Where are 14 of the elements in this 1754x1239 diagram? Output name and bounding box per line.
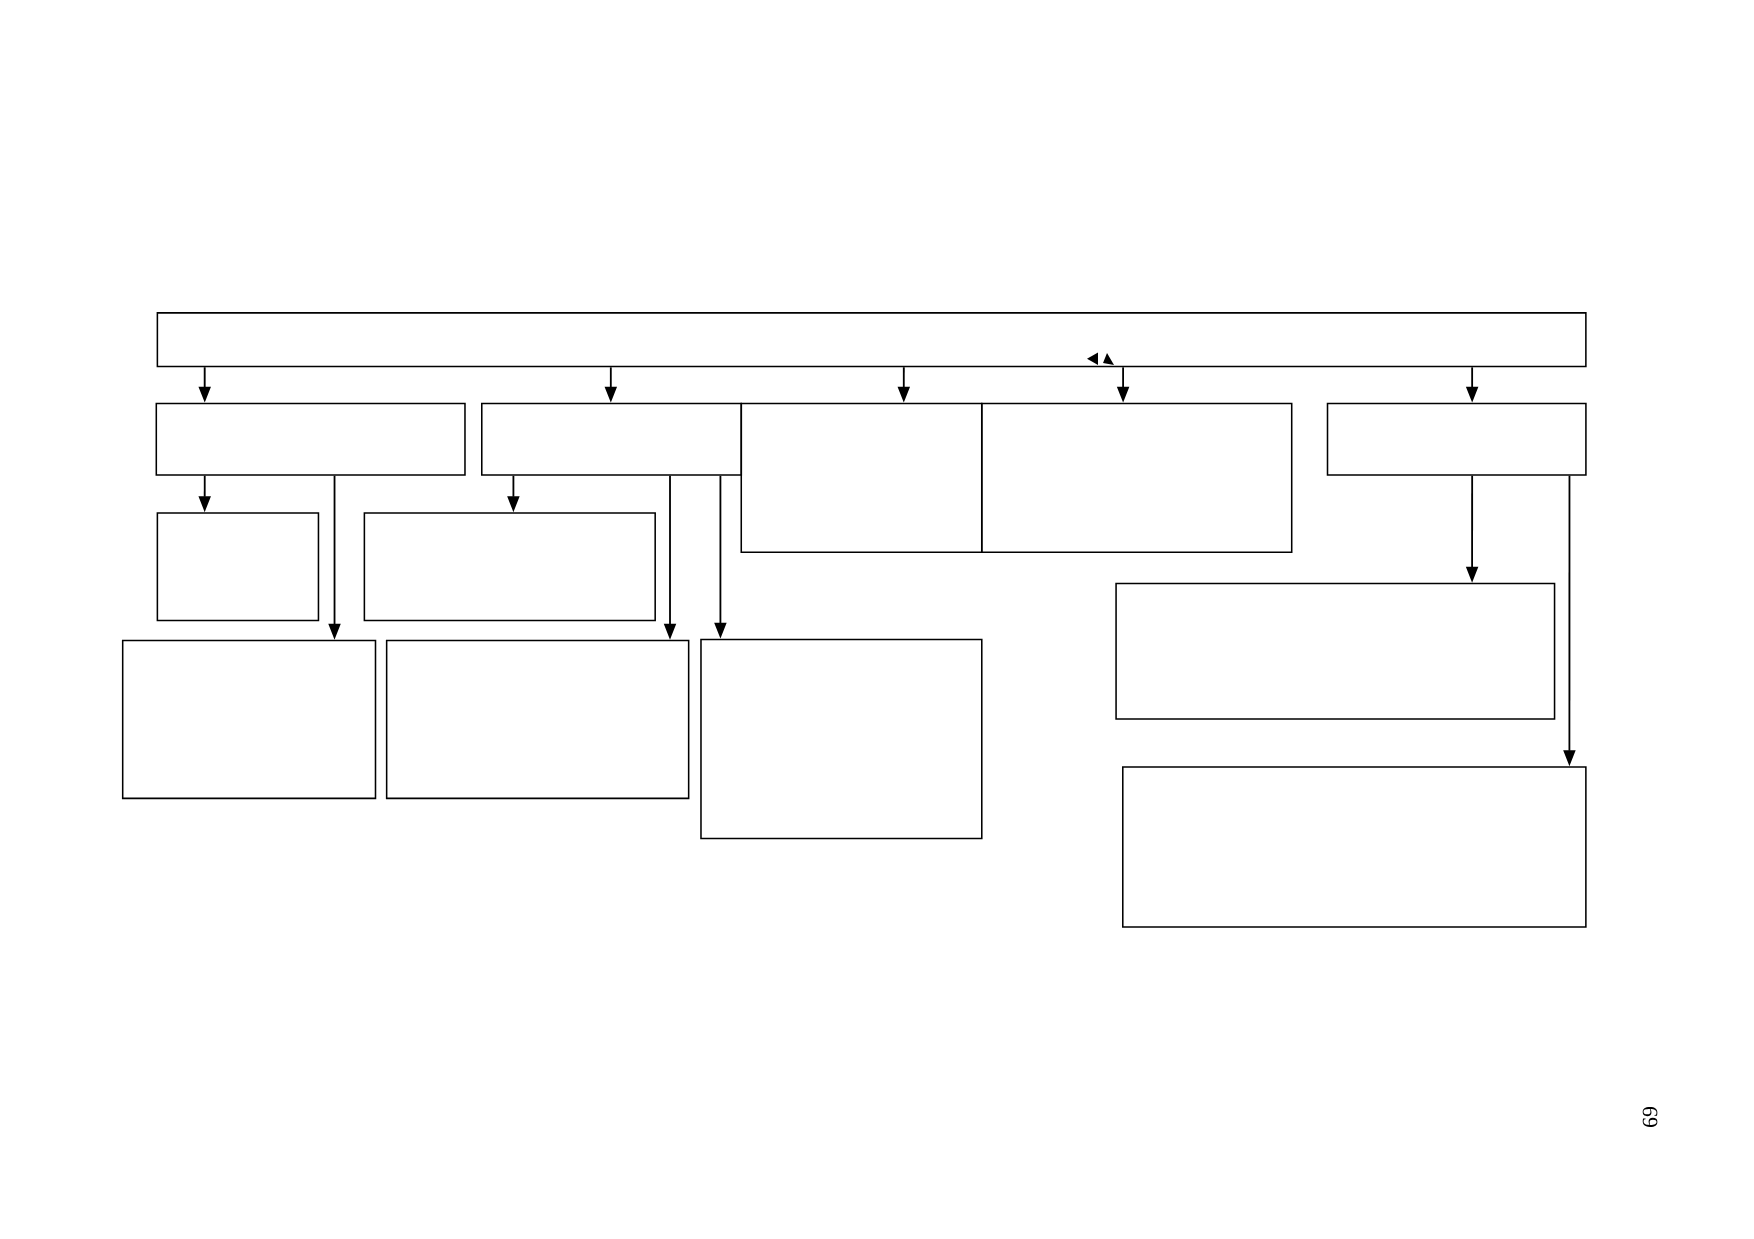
empty-box [156,512,320,622]
page-number: 69 [1642,1107,1658,1127]
empty-box [156,312,1587,368]
empty-box [1122,766,1587,928]
empty-box [981,402,1293,554]
empty-box [155,402,466,476]
empty-box [740,402,983,554]
empty-box [700,638,983,840]
empty-box [121,639,377,800]
empty-box [1326,402,1587,476]
empty-box [363,512,656,622]
empty-box [1115,582,1556,720]
empty-box [481,402,743,476]
empty-box [385,639,690,800]
